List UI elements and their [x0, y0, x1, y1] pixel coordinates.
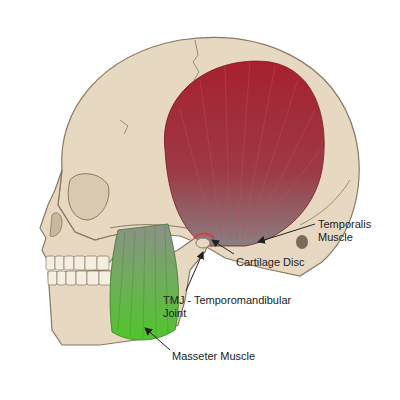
muscle-label: Masseter Muscle	[172, 350, 312, 363]
part-label: Cartilage Disc	[236, 256, 356, 269]
leader-lines	[145, 224, 315, 350]
cartilage-disc	[194, 234, 214, 239]
nasal-cavity	[50, 213, 62, 237]
eye-socket	[68, 174, 109, 220]
masseter-fibers	[118, 226, 168, 338]
masseter-muscle	[110, 224, 179, 340]
ear-canal	[296, 235, 308, 249]
temporalis-fibers	[180, 62, 320, 240]
teeth	[46, 256, 111, 285]
temporalis-muscle	[164, 61, 324, 246]
muscle-label: Temporalis Muscle	[318, 218, 390, 244]
condyle	[196, 238, 210, 248]
joint-label: TMJ - Temporomandibular Joint	[163, 294, 303, 320]
